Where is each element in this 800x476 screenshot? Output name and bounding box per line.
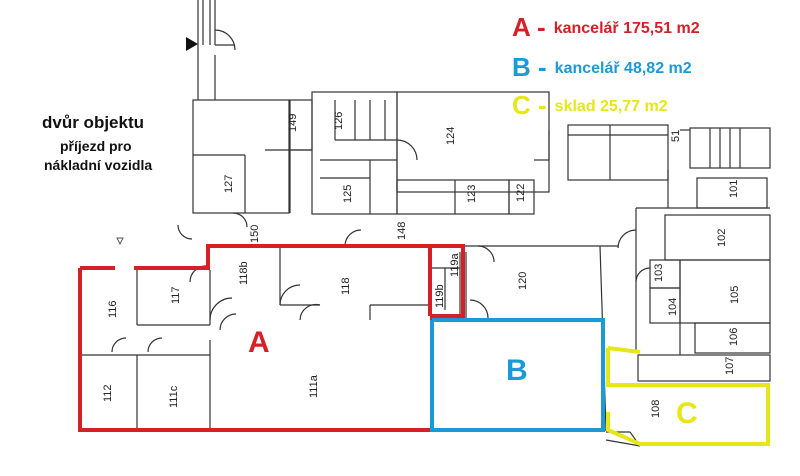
room-107: 107 (724, 357, 736, 375)
room-51: 51 (670, 130, 682, 142)
courtyard-subtitle-line1: příjezd pro (60, 138, 132, 154)
room-118b: 118b (238, 261, 250, 285)
room-148: 148 (396, 222, 408, 240)
room-119a: 119a (449, 252, 461, 277)
room-126: 126 (333, 112, 345, 130)
legend-letter-b: B - (512, 52, 547, 82)
zone-c-outline (606, 346, 770, 446)
room-123: 123 (466, 185, 478, 203)
legend-item-c: C - sklad 25,77 m2 (512, 90, 668, 121)
zone-a-letter: A (248, 326, 270, 359)
zone-b-letter: B (506, 354, 528, 387)
entrance-arrow-icon (186, 37, 198, 51)
room-124: 124 (445, 127, 457, 145)
room-117: 117 (170, 286, 182, 304)
room-120: 120 (517, 272, 529, 290)
legend-item-b: B - kancelář 48,82 m2 (512, 52, 692, 83)
room-105: 105 (729, 286, 741, 304)
legend-item-a: A - kancelář 175,51 m2 (512, 12, 700, 43)
room-127: 127 (223, 175, 235, 193)
room-102: 102 (716, 229, 728, 247)
courtyard-subtitle-line2: nákladní vozidla (44, 157, 153, 173)
walls (80, 0, 771, 447)
room-111c: 111c (168, 385, 180, 408)
room-labels: 149 126 124 127 125 123 122 51 101 150 1… (102, 112, 741, 418)
legend-text-a: kancelář 175,51 m2 (553, 20, 700, 37)
room-119b: 119b (434, 284, 446, 308)
legend-letter-a: A - (512, 12, 546, 42)
room-108: 108 (650, 400, 662, 418)
legend-letter-c: C - (512, 90, 547, 120)
room-101: 101 (728, 180, 740, 198)
warning-triangle-icon (116, 237, 124, 246)
zone-c-letter: C (676, 397, 698, 430)
room-103: 103 (653, 264, 665, 282)
room-111a: 111a (308, 374, 320, 398)
legend-text-b: kancelář 48,82 m2 (554, 60, 692, 77)
room-104: 104 (667, 298, 679, 316)
room-106: 106 (728, 328, 740, 346)
legend-text-c: sklad 25,77 m2 (554, 98, 668, 115)
zone-b-outline (430, 318, 605, 432)
courtyard-title: dvůr objektu (42, 113, 145, 132)
room-125: 125 (342, 185, 354, 203)
room-118: 118 (340, 277, 352, 295)
room-122: 122 (515, 184, 527, 202)
room-149: 149 (287, 114, 299, 132)
room-150: 150 (249, 225, 261, 243)
room-112: 112 (102, 384, 114, 402)
room-116: 116 (107, 300, 119, 318)
